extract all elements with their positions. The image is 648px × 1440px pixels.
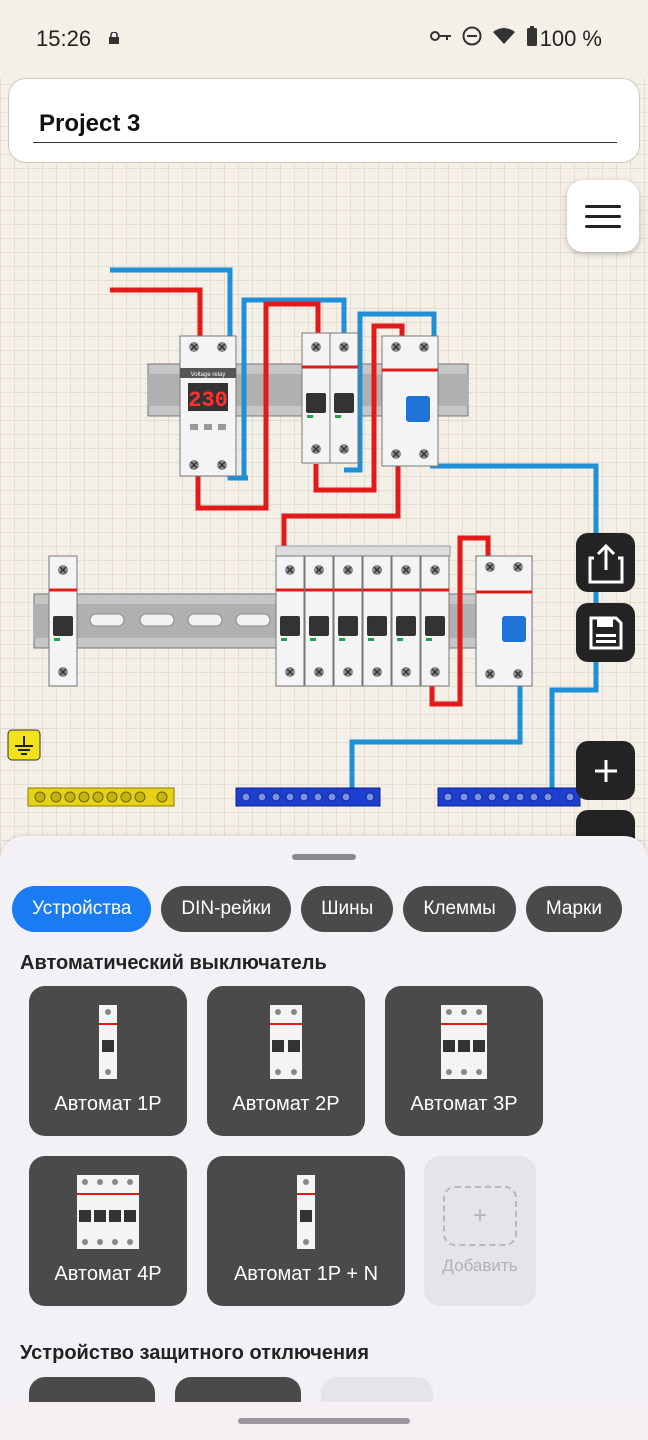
status-time: 15:26 xyxy=(36,26,92,51)
section-title-rcd: Устройство защитного отключения xyxy=(20,1342,370,1364)
wiring-diagram[interactable]: Voltage relay 230 xyxy=(0,0,648,836)
voltage-relay[interactable]: Voltage relay 230 xyxy=(179,335,237,477)
relay-caption: Voltage relay xyxy=(191,372,226,378)
tile-label: Автомат 1P + N xyxy=(233,1263,379,1285)
neutral-bus-2[interactable] xyxy=(437,787,581,807)
home-gesture-pill[interactable] xyxy=(238,1418,410,1424)
breaker-1p-left[interactable] xyxy=(49,556,77,686)
breaker-2p-top[interactable] xyxy=(302,333,358,463)
tile-label: Автомат 3P xyxy=(410,1093,518,1115)
tile-breaker-1p-n[interactable]: Автомат 1P + N xyxy=(207,1156,405,1306)
ground-bus[interactable] xyxy=(27,787,175,807)
share-icon xyxy=(588,543,623,583)
tile-breaker-3p[interactable]: Автомат 3P xyxy=(385,986,543,1136)
battery-percent: 100 % xyxy=(539,26,602,51)
tile-label: Автомат 4P xyxy=(54,1263,162,1285)
breaker-6p-block[interactable] xyxy=(276,545,451,686)
chip-terminals[interactable]: Клеммы xyxy=(403,886,516,932)
project-title-input[interactable] xyxy=(33,105,617,143)
plus-icon xyxy=(594,759,617,782)
add-label: Добавить xyxy=(442,1256,518,1275)
chip-buses[interactable]: Шины xyxy=(301,886,394,932)
breaker-1p-n-icon xyxy=(297,1175,315,1249)
wifi-icon xyxy=(492,27,516,50)
lock-icon xyxy=(108,31,120,49)
key-icon xyxy=(430,29,452,48)
dnd-icon xyxy=(462,26,482,51)
category-chips: Устройства DIN-рейки Шины Клеммы Марки xyxy=(12,886,622,932)
chip-devices[interactable]: Устройства xyxy=(12,886,152,932)
add-device-tile[interactable]: + Добавить xyxy=(424,1156,536,1306)
tile-label: Автомат 1P xyxy=(54,1093,162,1115)
rcd-top[interactable] xyxy=(381,335,439,467)
relay-display: 230 xyxy=(188,388,228,413)
sheet-drag-handle[interactable] xyxy=(292,854,356,860)
breaker-2p-icon xyxy=(270,1005,302,1079)
tile-breaker-4p[interactable]: Автомат 4P xyxy=(29,1156,187,1306)
neutral-bus-1[interactable] xyxy=(235,787,381,807)
breaker-1p-icon xyxy=(99,1005,117,1079)
battery-icon xyxy=(526,26,538,51)
zoom-in-button[interactable] xyxy=(576,741,635,800)
menu-icon-line xyxy=(585,224,621,228)
ground-symbol xyxy=(7,729,41,761)
project-title-card xyxy=(8,78,640,163)
tile-breaker-1p[interactable]: Автомат 1P xyxy=(29,986,187,1136)
phase-wires xyxy=(110,287,491,707)
chip-marks[interactable]: Марки xyxy=(525,886,622,932)
section-title-breakers: Автоматический выключатель xyxy=(20,952,327,974)
breaker-4p-icon xyxy=(77,1175,139,1249)
tile-label: Автомат 2P xyxy=(232,1093,340,1115)
tile-breaker-2p[interactable]: Автомат 2P xyxy=(207,986,365,1136)
menu-icon-line xyxy=(585,204,621,208)
component-bottom-sheet[interactable]: Устройства DIN-рейки Шины Клеммы Марки А… xyxy=(0,836,648,1440)
add-icon: + xyxy=(443,1186,517,1246)
share-button[interactable] xyxy=(576,533,635,592)
status-bar: 15:26 100 % xyxy=(0,0,648,78)
chip-din-rails[interactable]: DIN-рейки xyxy=(161,886,292,932)
menu-icon-line xyxy=(585,214,621,218)
gesture-nav-bar xyxy=(0,1402,648,1440)
save-button[interactable] xyxy=(576,603,635,662)
breaker-3p-icon xyxy=(441,1005,487,1079)
floppy-disk-icon xyxy=(589,616,622,649)
menu-button[interactable] xyxy=(567,180,639,252)
rcd-bottom[interactable] xyxy=(475,555,533,687)
